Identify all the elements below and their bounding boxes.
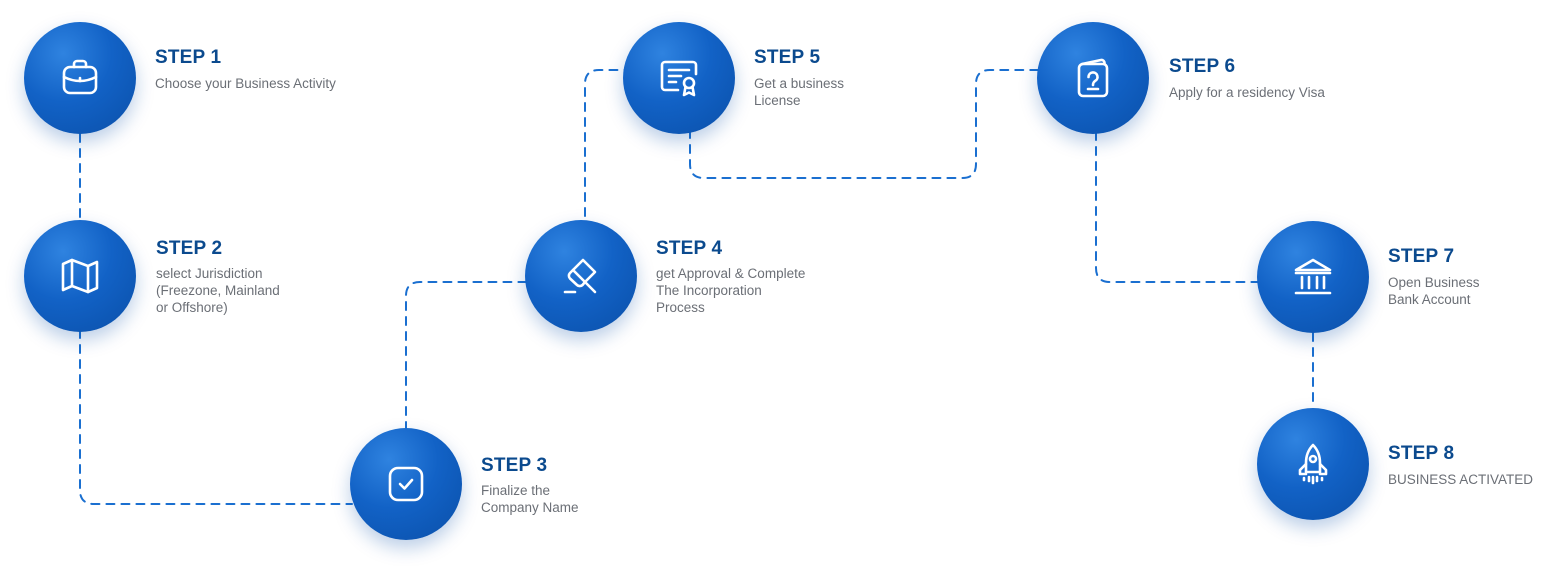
step-2-circle (24, 220, 136, 332)
step-7-title: STEP 7 (1388, 246, 1455, 267)
step-3-circle (350, 428, 462, 540)
step-4-line-3: Process (656, 300, 705, 315)
bank-icon (1294, 258, 1332, 295)
step-5-title: STEP 5 (754, 47, 821, 68)
connector-2-3 (79, 329, 353, 505)
step-4-description: get Approval & Complete The Incorporatio… (656, 265, 846, 316)
checkbox-icon (388, 466, 424, 502)
briefcase-icon (62, 59, 98, 95)
step-8-description: BUSINESS ACTIVATED (1388, 471, 1564, 488)
step-6-line-1: Apply for a residency Visa (1169, 85, 1325, 100)
step-1-description: Choose your Business Activity (155, 75, 345, 92)
connector-3-4 (405, 281, 527, 431)
step-5-circle (623, 22, 735, 134)
step-5-line-1: Get a business (754, 76, 845, 91)
connector-6-7 (1095, 131, 1259, 283)
connector-5-6 (689, 69, 1041, 179)
connector-4-5 (584, 69, 627, 217)
step-1-line-1: Choose your Business Activity (155, 76, 336, 91)
step-7-circle (1257, 221, 1369, 333)
step-6-title: STEP 6 (1169, 56, 1236, 77)
step-7-line-1: Open Business (1388, 275, 1480, 290)
step-4-title: STEP 4 (656, 238, 723, 259)
step-7-line-2: Bank Account (1388, 292, 1471, 307)
step-4-line-1: get Approval & Complete (656, 266, 806, 281)
passport-icon (1077, 58, 1109, 98)
step-6-description: Apply for a residency Visa (1169, 84, 1359, 101)
step-5-line-2: License (754, 93, 801, 108)
step-1-circle (24, 22, 136, 134)
step-2-line-1: select Jurisdiction (156, 266, 263, 281)
step-2-line-2: (Freezone, Mainland (156, 283, 280, 298)
rocket-icon (1298, 443, 1328, 485)
step-8-line-1: BUSINESS ACTIVATED (1388, 472, 1534, 487)
certificate-icon (660, 60, 698, 97)
step-3-line-1: Finalize the (481, 483, 551, 498)
eraser-icon (563, 258, 597, 294)
step-2-title: STEP 2 (156, 238, 223, 259)
step-2-line-3: or Offshore) (156, 300, 228, 315)
step-6-circle (1037, 22, 1149, 134)
step-8-circle (1257, 408, 1369, 520)
step-3-title: STEP 3 (481, 455, 548, 476)
step-3-description: Finalize the Company Name (481, 482, 671, 516)
step-7-description: Open Business Bank Account (1388, 274, 1564, 308)
step-8-title: STEP 8 (1388, 443, 1455, 464)
step-3-line-2: Company Name (481, 500, 579, 515)
map-icon (61, 258, 99, 294)
step-4-circle (525, 220, 637, 332)
step-4-line-2: The Incorporation (656, 283, 762, 298)
step-1-title: STEP 1 (155, 47, 222, 68)
step-2-description: select Jurisdiction (Freezone, Mainland … (156, 265, 346, 316)
step-5-description: Get a business License (754, 75, 944, 109)
